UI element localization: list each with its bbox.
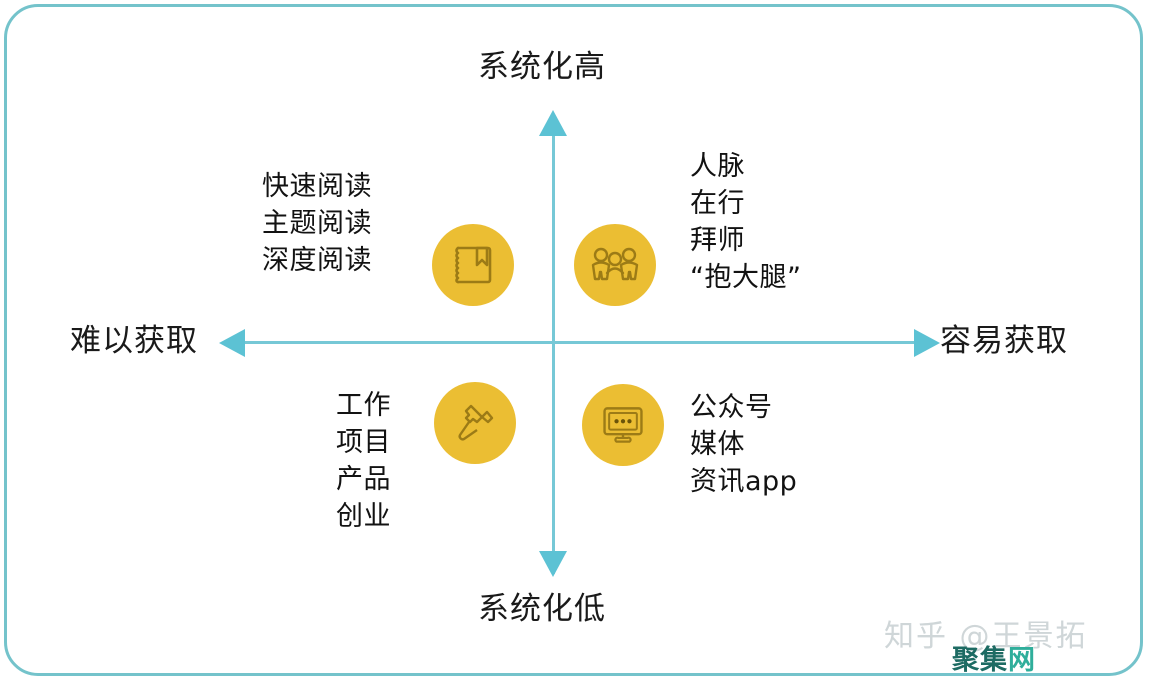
list-item: 主题阅读 [262,208,372,239]
list-item: 人脉 [690,151,745,182]
site-watermark-char-3: 网 [1008,645,1036,676]
list-item: 公众号 [690,392,773,423]
list-item: 项目 [336,427,391,458]
zhihu-watermark: 知乎 @王景拓 [884,619,1088,654]
list-item: 拜师 [690,225,745,256]
people-network-icon [574,224,656,306]
list-item: “抱大腿” [690,262,802,293]
list-item: 快速阅读 [262,171,372,202]
quadrant-top-left-labels: 快速阅读 主题阅读 深度阅读 [262,168,372,279]
hammer-icon [434,382,516,464]
book-icon-glyph [455,246,492,284]
people-network-icon-glyph [591,247,639,281]
list-item: 创业 [336,501,391,532]
hammer-icon-glyph [458,404,494,441]
arrow-down-icon [539,551,567,577]
site-watermark-char-2: 集 [980,645,1008,676]
site-watermark: 聚集网 [952,647,1036,674]
list-item: 资讯app [690,466,798,497]
quadrant-bottom-right-labels: 公众号 媒体 资讯app [690,389,797,500]
axis-label-top: 系统化高 [478,49,606,85]
vertical-axis-line [552,132,555,574]
quadrant-bottom-left-labels: 工作 项目 产品 创业 [336,387,391,535]
list-item: 在行 [690,188,745,219]
arrow-left-icon [219,329,245,357]
monitor-icon-glyph [603,407,643,443]
axis-label-left: 难以获取 [70,323,198,359]
book-icon [432,224,514,306]
horizontal-axis-line [238,341,920,344]
list-item: 媒体 [690,429,745,460]
list-item: 产品 [336,464,391,495]
arrow-right-icon [914,329,940,357]
quadrant-top-right-labels: 人脉 在行 拜师 “抱大腿” [690,148,801,296]
list-item: 工作 [336,390,391,421]
list-item: 深度阅读 [262,245,372,276]
arrow-up-icon [539,110,567,136]
site-watermark-char-1: 聚 [952,645,980,676]
monitor-icon [582,384,664,466]
axis-label-bottom: 系统化低 [478,591,606,627]
axis-label-right: 容易获取 [940,323,1068,359]
